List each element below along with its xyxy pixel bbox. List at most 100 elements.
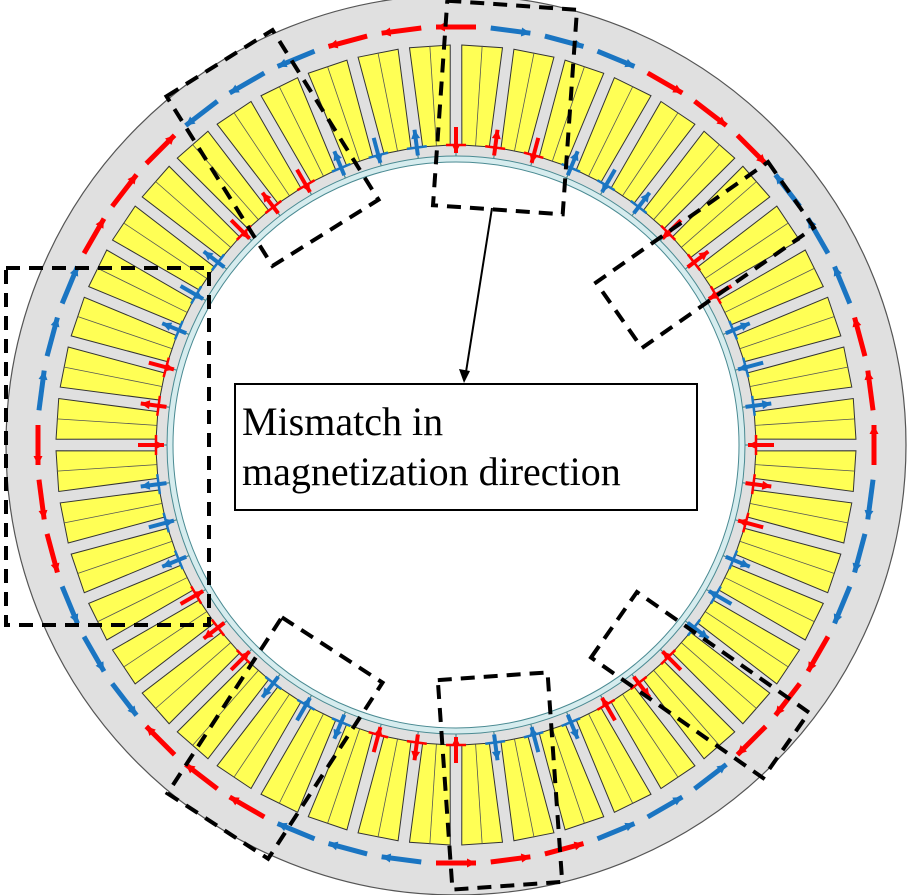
segment-divider	[56, 464, 157, 472]
arrow-head	[833, 613, 843, 624]
segment-divider	[705, 222, 789, 279]
arrow-head	[716, 116, 727, 126]
segment-divider	[233, 694, 290, 778]
segment-divider	[552, 728, 585, 824]
arrow-head	[467, 858, 476, 868]
arrow-head	[229, 796, 240, 806]
magnet-segments	[55, 44, 857, 846]
segment-divider	[233, 112, 290, 196]
inner-tick	[750, 474, 756, 495]
arrow-head	[146, 726, 156, 736]
segment-divider	[681, 642, 757, 710]
segment-divider	[653, 670, 721, 746]
segment-divider	[750, 503, 849, 524]
segment-divider	[724, 577, 815, 623]
arrow-head	[165, 135, 175, 145]
arrow-head	[672, 84, 683, 94]
box-bottom	[435, 670, 565, 892]
dashed-box	[593, 159, 817, 351]
inner-tick	[368, 151, 389, 160]
arrow-head	[229, 84, 240, 94]
segment-divider	[77, 316, 173, 349]
inner-tick	[264, 199, 283, 215]
inner-tick	[728, 320, 739, 340]
outer-arrows	[33, 22, 879, 868]
inner-tick	[728, 550, 739, 570]
inner-tick	[264, 675, 283, 691]
arrow-head	[140, 480, 151, 490]
inner-tick	[190, 285, 203, 305]
dashed-box	[435, 670, 565, 892]
arrow-head	[50, 562, 60, 573]
arrow-head	[833, 266, 843, 277]
inner-tick	[156, 474, 162, 495]
segment-divider	[750, 366, 849, 387]
dashed-box	[588, 589, 812, 781]
inner-tick	[561, 717, 581, 728]
arrow-head	[140, 400, 151, 410]
arrow-head	[239, 228, 250, 239]
arrow-head	[739, 322, 750, 331]
callout-line-2: magnetization direction	[242, 449, 621, 494]
segment-divider	[77, 541, 173, 574]
arrow-head	[277, 822, 288, 832]
box-bottom-right	[588, 589, 812, 781]
inner-tick	[331, 717, 351, 728]
inner-tick	[660, 649, 677, 666]
segment-divider	[278, 713, 324, 804]
segment-divider	[155, 642, 231, 710]
arrow-head	[203, 629, 214, 639]
inner-tick	[523, 730, 544, 739]
box-bottom-left	[164, 614, 386, 862]
inner-tick	[629, 199, 648, 215]
arrow-head	[852, 562, 862, 573]
inner-tick	[686, 618, 702, 637]
segment-divider	[278, 86, 324, 177]
dashed-box	[430, 0, 580, 217]
inner-tick	[173, 320, 184, 340]
segment-divider	[724, 267, 815, 313]
arrow-head	[33, 456, 43, 465]
arrow-head	[624, 58, 635, 68]
pointer-head	[459, 369, 470, 383]
arrow-head	[775, 705, 785, 716]
arrow-head	[640, 192, 650, 203]
arrow-head	[570, 728, 579, 739]
inner-tick	[596, 179, 616, 192]
segment-divider	[588, 713, 634, 804]
arrow-head	[573, 841, 584, 851]
arrow-head	[852, 317, 862, 328]
arrow-head	[807, 661, 817, 672]
arrow-head	[262, 192, 272, 203]
segment-divider	[63, 366, 162, 387]
segment-divider	[63, 503, 162, 524]
arrow-head	[761, 480, 772, 490]
inner-tick	[331, 162, 351, 173]
inner-tick	[190, 585, 203, 605]
dashed-box	[4, 266, 211, 627]
arrow-head	[864, 370, 874, 381]
inner-tick	[750, 395, 756, 416]
pointer-line	[465, 207, 493, 373]
dashed-box	[164, 614, 386, 862]
segment-divider	[739, 541, 835, 574]
arrow-head	[436, 22, 445, 32]
segment-divider	[475, 744, 483, 845]
arrow-head	[756, 154, 766, 164]
inner-tick	[660, 224, 677, 241]
arrow-head	[203, 251, 214, 261]
inner-tick	[686, 253, 702, 272]
arrow-head	[38, 370, 48, 381]
segment-divider	[653, 144, 721, 220]
inner-tick	[485, 739, 506, 745]
segment-divider	[327, 66, 360, 162]
inner-tick	[485, 145, 506, 151]
arrow-head	[328, 39, 339, 49]
arrow-head	[698, 629, 709, 639]
segment-divider	[97, 267, 188, 313]
arrow-head	[277, 58, 288, 68]
inner-tick	[173, 550, 184, 570]
segment-divider	[155, 180, 231, 248]
inner-tick	[741, 357, 750, 378]
arrow-head	[411, 129, 421, 140]
